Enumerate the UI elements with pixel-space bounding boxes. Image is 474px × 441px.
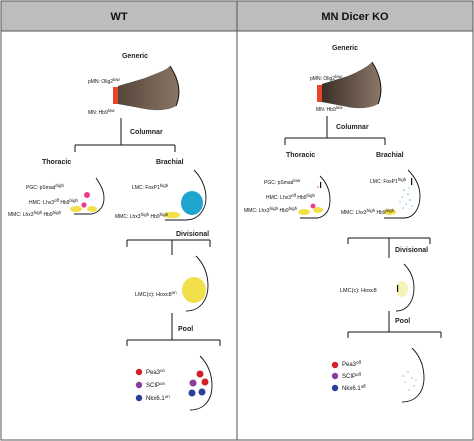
- wt-hmc-dot: [81, 202, 87, 208]
- ko-progenitor-bar: [317, 85, 322, 102]
- wt-legend-nkx: Nkx6.1on: [146, 394, 170, 402]
- wt-mmc-brachial-label: MMC: Lhx3high Hb9high: [115, 212, 169, 220]
- ko-thoracic-outline: [300, 175, 331, 219]
- ko-header: [236, 0, 474, 32]
- ko-title: MN Dicer KO: [321, 11, 389, 23]
- ko-generic-title: Generic: [332, 45, 358, 52]
- wt-pea3-dot2: [201, 378, 209, 386]
- ko-panel: [236, 30, 474, 441]
- ko-legend-scip-dot: [331, 372, 339, 380]
- wt-brachial-outline: [165, 169, 207, 221]
- ko-lmc-label: LMC: FoxP1high: [370, 177, 407, 185]
- ko-lmcc-label: LMC(c): Hoxc8: [340, 288, 377, 294]
- wt-lmcc-outline: [185, 255, 209, 312]
- wt-lmc-label: LMC: FoxP1high: [132, 183, 169, 191]
- ko-legend-nkx: Nkx6.1off: [342, 384, 366, 392]
- wt-thoracic-outline: [74, 177, 105, 215]
- wt-lmcc-ellipse: [182, 277, 206, 303]
- wt-neural-tube: [118, 66, 179, 111]
- wt-lmc-ellipse: [181, 191, 203, 215]
- ko-pgc-dot: [316, 185, 320, 189]
- ko-lmc-speckles: [399, 187, 413, 209]
- ko-mmc-ellipse: [298, 209, 310, 215]
- wt-title: WT: [110, 11, 127, 23]
- ko-content: Generic pMN: Olig2low MN: Hb9low Columna…: [244, 45, 442, 403]
- wt-columnar-label: Columnar: [130, 129, 163, 136]
- ko-pgc-bar: [320, 182, 322, 188]
- ko-pool-speckles: [402, 371, 417, 391]
- wt-divisional-label: Divisional: [176, 231, 209, 238]
- ko-pool-outline: [401, 347, 425, 403]
- wt-tube-outline: [169, 65, 180, 107]
- wt-brachial-label: Brachial: [156, 159, 184, 166]
- ko-divisional-label: Divisional: [395, 247, 428, 254]
- wt-legend-pea3-dot: [135, 368, 143, 376]
- wt-mmc-label: MMC: Lhx3high Hb9high: [8, 210, 62, 218]
- wt-legend-scip-dot: [135, 381, 143, 389]
- ko-legend-pea3: Pea3off: [342, 360, 362, 368]
- wt-pea3-dot1: [196, 370, 204, 378]
- wt-mn-label: MN: Hb9low: [88, 108, 115, 116]
- ko-mmc-brachial-label: MMC: Lhx3high Hb9high: [341, 208, 395, 216]
- ko-legend-nkx-dot: [331, 384, 339, 392]
- ko-lmcc-outline: [395, 263, 415, 312]
- ko-thoracic-label: Thoracic: [286, 152, 315, 159]
- wt-generic-title: Generic: [122, 53, 148, 60]
- ko-hmc-dot: [310, 203, 316, 209]
- wt-legend-nkx-dot: [135, 394, 143, 402]
- wt-content: Generic pMN: Olig2low MN: Hb9low Columna…: [8, 53, 221, 411]
- wt-hmc-ellipse: [87, 206, 97, 212]
- ko-hmc-label: HMC: Lhx3off Hb9high: [266, 193, 316, 201]
- wt-mmc-brachial: [164, 211, 180, 219]
- wt-nkx-dot2: [198, 388, 206, 396]
- ko-legend-pea3-dot: [331, 361, 339, 369]
- ko-columnar-label: Columnar: [336, 124, 369, 131]
- ko-brachial-label: Brachial: [376, 152, 404, 159]
- ko-lmc-bar: [411, 178, 413, 185]
- ko-pmn-label: pMN: Olig2low: [310, 74, 343, 82]
- ko-neural-tube: [322, 62, 381, 109]
- wt-thoracic-label: Thoracic: [42, 159, 71, 166]
- ko-mn-label: MN: Hb9low: [316, 105, 343, 113]
- ko-mmc-brachial: [384, 209, 396, 215]
- ko-tube-outline: [371, 61, 382, 105]
- wt-legend-pea3: Pea3on: [146, 368, 166, 376]
- ko-lmcc-ellipse: [396, 281, 408, 297]
- ko-pool-label: Pool: [395, 318, 410, 325]
- wt-scip-dot: [189, 379, 197, 387]
- wt-header: [0, 0, 238, 32]
- ko-hmc-ellipse: [313, 207, 323, 213]
- wt-pool-label: Pool: [178, 326, 193, 333]
- wt-nkx-dot1: [188, 389, 196, 397]
- ko-brachial-outline: [384, 169, 421, 219]
- wt-pmn-label: pMN: Olig2low: [88, 77, 121, 85]
- ko-mmc-label: MMC: Lhx3high Hb9high: [244, 206, 298, 214]
- wt-pgc-label: PGC: pSmadhigh: [26, 183, 64, 191]
- wt-lmcc-label: LMC(c): Hoxc8on: [135, 290, 177, 298]
- wt-pgc-dot: [84, 192, 90, 198]
- wt-hmc-label: HMC: Lhx3off Hb9high: [29, 198, 79, 206]
- ko-legend-scip: SCIPoff: [342, 372, 362, 380]
- ko-lmcc-bar: [397, 285, 399, 292]
- wt-mmc-ellipse: [70, 206, 82, 212]
- ko-pgc-label: PGC: pSmadlow: [264, 178, 301, 186]
- wt-legend-scip: SCIPon: [146, 381, 166, 389]
- wt-progenitor-bar: [113, 87, 118, 104]
- wt-pool-outline: [189, 355, 213, 411]
